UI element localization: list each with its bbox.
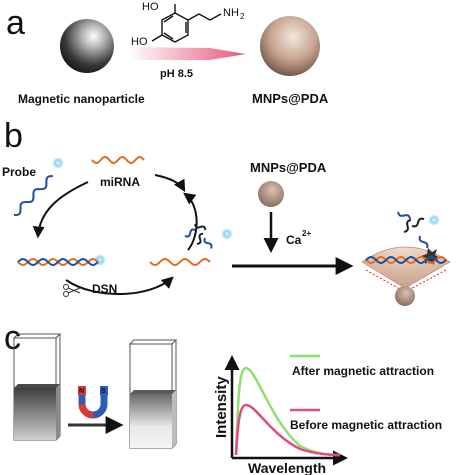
amine-subscript: 2 [240,12,245,21]
fragment-4 [196,232,204,245]
calcium-ion: Ca [286,233,302,247]
panel-a-letter: a [6,4,25,42]
probe-strand [14,175,53,216]
cycle-arrow-bottom [65,276,174,296]
dopamine-structure [151,4,222,43]
mnps-pda-particle [260,16,320,76]
curve-before-attraction [234,403,341,457]
legend-before: Before magnetic attraction [290,418,442,432]
panel-b-letter: b [4,117,23,155]
fluorophore-fragments [221,228,233,240]
panel-c-letter: c [4,319,21,357]
released-mirna-strand [149,257,211,267]
mnps-pda-small-particle [258,181,284,207]
magnet-south: S [101,388,106,395]
fragment-8 [403,218,412,233]
y-axis-label: Intensity [213,376,230,438]
fragment-3 [203,237,213,249]
mirna-strand [91,155,145,165]
left-particle-label: Magnetic nanoparticle [18,92,145,106]
hydroxyl-top: HO [142,1,159,13]
mnps-pda-label: MNPs@PDA [250,160,327,175]
probe-label: Probe [2,165,36,179]
fragment-1 [184,228,196,238]
cuvette-before [12,333,62,441]
cycle-arrow-top [154,174,186,193]
fluorophore-released [428,214,440,226]
magnet-icon [78,386,108,419]
cycle-arrow-right [183,192,198,251]
fragment-7 [418,235,429,249]
magnet-north: N [79,388,84,395]
adsorbed-probe-strand [365,255,447,265]
right-particle-label: MNPs@PDA [252,91,329,106]
magnetic-nanoparticle [60,19,114,73]
fragment-6 [411,217,425,228]
scissors-icon [63,284,81,297]
ph-condition: pH 8.5 [160,68,193,80]
reaction-arrow [128,47,246,60]
calcium-charge: 2+ [302,229,311,238]
fragment-2 [194,223,207,231]
duplex-probe-strand [17,257,99,267]
fragment-5 [397,211,412,220]
fluorophore-probe [52,157,64,169]
mirna-label: miRNA [100,175,140,189]
adsorption-line-left [365,269,406,293]
pda-shell-surface [361,246,451,289]
cuvette-after [128,339,178,449]
cycle-arrow-left [32,181,89,239]
dna-strands [14,155,447,267]
amine-group: NH [223,7,239,19]
hydroxyl-bottom: HO [131,36,148,48]
adsorbed-particle [395,286,415,306]
x-axis-label: Wavelength [248,460,326,475]
legend-after: After magnetic attraction [292,364,434,378]
